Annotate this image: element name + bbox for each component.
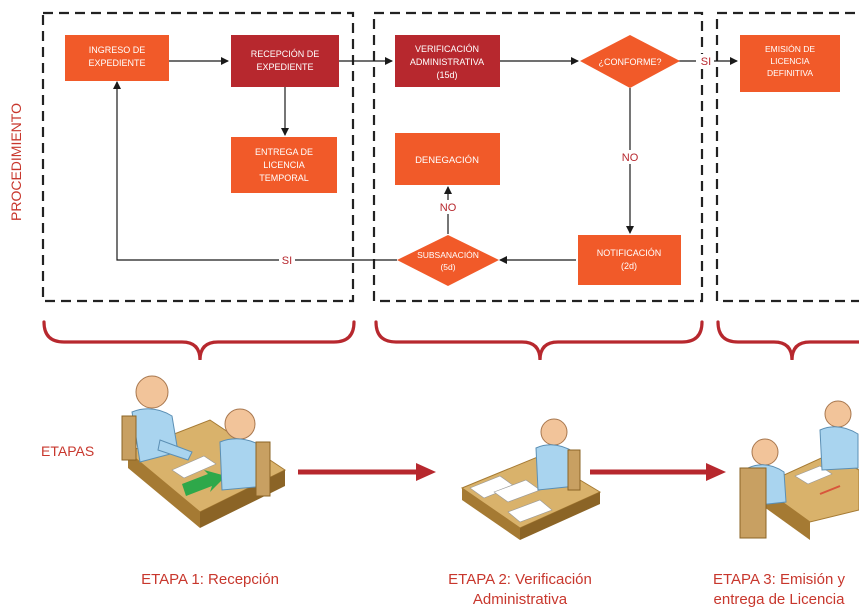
node-ingreso: INGRESO DE EXPEDIENTE xyxy=(65,35,169,81)
edge-label-si-conforme: SI xyxy=(701,56,711,68)
node-entrega-line2: LICENCIA xyxy=(263,160,305,170)
stage-3-caption: ETAPA 3: Emisión y entrega de Licencia xyxy=(699,570,859,610)
node-subsanacion-line1: SUBSANACIÓN xyxy=(417,250,479,260)
node-verificacion: VERIFICACIÓN ADMINISTRATIVA (15d) xyxy=(395,35,500,87)
brace-stage-3 xyxy=(716,320,859,361)
node-verificacion-line2: ADMINISTRATIVA xyxy=(410,57,484,67)
node-notificacion: NOTIFICACIÓN (2d) xyxy=(578,235,681,285)
node-emision: EMISIÓN DE LICENCIA DEFINITIVA xyxy=(740,35,840,92)
node-entrega-line1: ENTREGA DE xyxy=(255,147,313,157)
node-conforme-label: ¿CONFORME? xyxy=(599,57,662,67)
node-verificacion-line1: VERIFICACIÓN xyxy=(415,44,479,54)
node-entrega-temporal: ENTREGA DE LICENCIA TEMPORAL xyxy=(231,137,337,193)
procedimiento-label: PROCEDIMIENTO xyxy=(4,92,28,232)
brace-stage-2 xyxy=(374,320,704,361)
stage-3-frame xyxy=(715,11,859,303)
node-notificacion-line1: NOTIFICACIÓN xyxy=(597,248,662,258)
stage-1-frame xyxy=(41,11,355,303)
node-verificacion-line3: (15d) xyxy=(436,70,457,80)
node-emision-line3: DEFINITIVA xyxy=(767,68,813,78)
node-emision-line2: LICENCIA xyxy=(770,56,810,66)
etapas-label: ETAPAS xyxy=(41,443,95,459)
node-denegacion: DENEGACIÓN xyxy=(395,133,500,185)
stage-3-caption-line1: ETAPA 3: Emisión y xyxy=(713,571,845,588)
node-subsanacion: SUBSANACIÓN (5d) xyxy=(397,235,499,286)
node-notificacion-line2: (2d) xyxy=(621,261,637,271)
node-ingreso-line2: EXPEDIENTE xyxy=(88,58,145,68)
edge-label-no-subsanacion: NO xyxy=(440,202,457,214)
node-recepcion-line1: RECEPCIÓN DE xyxy=(251,49,320,59)
edge-label-no-conforme: NO xyxy=(622,152,639,164)
stage-1-caption: ETAPA 1: Recepción xyxy=(120,570,300,590)
stage-2-frame xyxy=(372,11,704,303)
brace-stage-1 xyxy=(42,320,356,361)
stage-arrows xyxy=(298,463,726,481)
stage-1-illustration xyxy=(121,375,286,528)
stage-2-illustration xyxy=(460,418,602,540)
stage-2-caption: ETAPA 2: Verificación Administrativa xyxy=(430,570,610,610)
node-subsanacion-line2: (5d) xyxy=(440,262,455,272)
edge-subsanacion-ingreso xyxy=(113,81,397,261)
stage-3-caption-line2: entrega de Licencia xyxy=(713,591,845,608)
node-entrega-line3: TEMPORAL xyxy=(259,173,309,183)
procedimiento-text: PROCEDIMIENTO xyxy=(8,103,24,221)
node-ingreso-line1: INGRESO DE xyxy=(89,45,146,55)
node-recepcion: RECEPCIÓN DE EXPEDIENTE xyxy=(231,35,339,87)
node-recepcion-line2: EXPEDIENTE xyxy=(256,62,313,72)
edge-label-si-subsanacion: SI xyxy=(282,255,292,267)
node-conforme: ¿CONFORME? xyxy=(580,35,680,88)
stage-3-illustration xyxy=(739,400,859,540)
braces xyxy=(42,320,859,361)
stage-2-caption-line2: Administrativa xyxy=(472,591,568,608)
node-denegacion-label: DENEGACIÓN xyxy=(415,155,479,166)
stage-1-caption-text: ETAPA 1: Recepción xyxy=(141,571,279,588)
stage-2-caption-line1: ETAPA 2: Verificación xyxy=(448,571,592,588)
node-emision-line1: EMISIÓN DE xyxy=(765,44,815,54)
